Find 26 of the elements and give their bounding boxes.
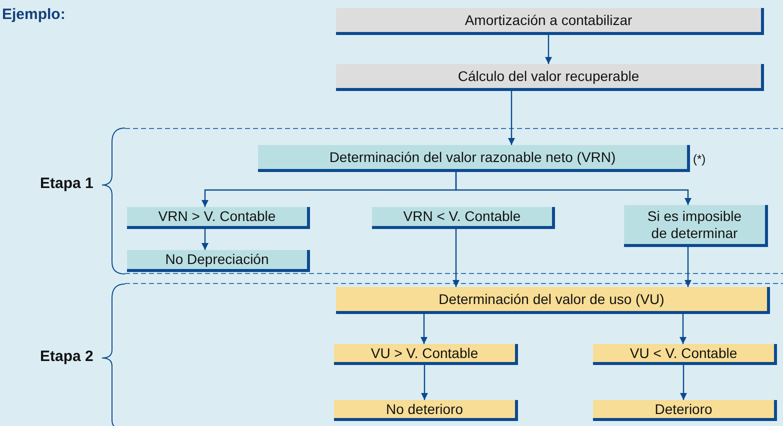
arrow — [420, 314, 428, 344]
process-box: No Depreciación — [127, 250, 310, 272]
arrow — [680, 314, 686, 344]
stage-label: Etapa 1 — [40, 175, 94, 192]
process-box: Deterioro — [593, 400, 777, 421]
arrow — [202, 229, 208, 250]
arrow — [455, 172, 692, 205]
process-box: No deterioro — [334, 400, 518, 421]
process-box: Si es imposible de determinar — [624, 205, 768, 247]
process-box: VU > V. Contable — [334, 344, 518, 365]
process-box: Determinación del valor razonable neto (VRN) — [258, 145, 690, 172]
process-box: VRN > V. Contable — [127, 207, 310, 229]
process-box: Determinación del valor de uso (VU) — [336, 287, 770, 314]
stage-label: Etapa 2 — [40, 348, 94, 365]
arrow — [684, 247, 692, 287]
process-box: Amortización a contabilizar — [336, 8, 764, 35]
process-box: VU < V. Contable — [593, 344, 777, 365]
footnote-mark: (*) — [693, 152, 706, 166]
process-box: VRN < V. Contable — [372, 207, 555, 229]
arrow — [421, 365, 428, 400]
arrow — [508, 91, 515, 145]
arrow — [452, 229, 460, 287]
arrow — [545, 35, 552, 64]
arrow — [680, 365, 687, 400]
diagram-title: Ejemplo: — [2, 6, 66, 23]
process-box: Cálculo del valor recuperable — [336, 64, 764, 91]
